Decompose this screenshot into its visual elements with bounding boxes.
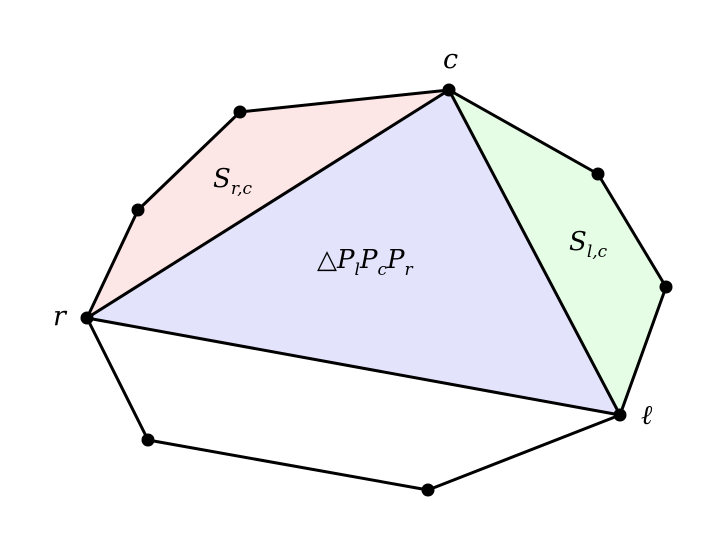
vertex (131, 203, 145, 217)
vertex-l (613, 408, 627, 422)
vertex-r (80, 311, 94, 325)
label-s-rc-main: S (213, 164, 231, 194)
vertex (659, 280, 673, 294)
triangle-pl-pc-pr (87, 90, 620, 415)
label-p-r: P (386, 245, 405, 275)
label-s-rc-sub: r,c (231, 179, 253, 199)
vertex (233, 105, 247, 119)
label-l: ℓ (641, 400, 653, 431)
label-p-c: P (359, 245, 378, 275)
label-c: c (443, 44, 458, 75)
label-s-lc-main: S (569, 227, 587, 257)
vertex-c (442, 83, 456, 97)
region-s-lc (449, 90, 666, 415)
label-s-rc: Sr,c (213, 164, 252, 199)
label-p-r-sub: r (404, 260, 413, 280)
label-r: r (53, 301, 68, 332)
label-triangle: △PlPcPr (317, 245, 413, 280)
chord-r-c (85, 88, 451, 320)
label-p-l: P (336, 245, 355, 275)
vertex (591, 167, 605, 181)
triangle-symbol: △ (317, 245, 337, 275)
vertex (421, 483, 435, 497)
chord-c-l (447, 88, 622, 417)
label-s-lc: Sl,c (569, 227, 608, 262)
chord-r-l (85, 316, 622, 417)
label-s-lc-sub: l,c (587, 242, 608, 262)
polygon-outline (85, 88, 668, 492)
vertex (141, 433, 155, 447)
label-p-l-sub: l (355, 260, 360, 280)
label-p-c-sub: c (377, 260, 387, 280)
